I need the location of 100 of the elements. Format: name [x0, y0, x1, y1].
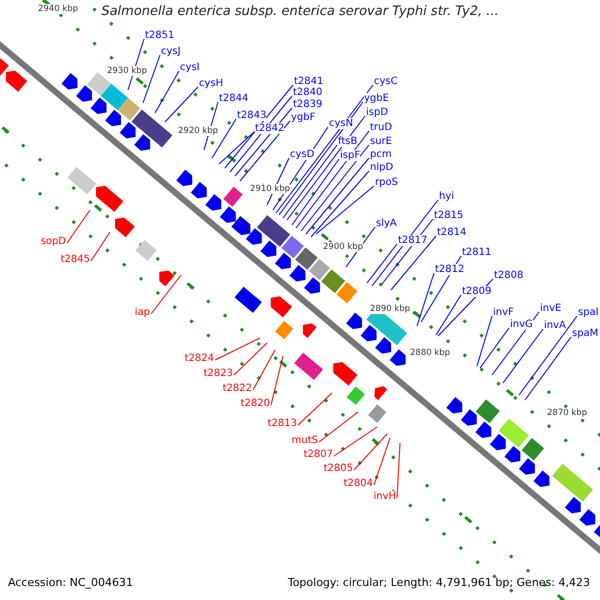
- leader-line: [276, 84, 374, 214]
- gene-label: invE: [540, 303, 562, 314]
- gene-label: t2842: [255, 123, 284, 134]
- leader-line: [374, 438, 390, 486]
- leader-line: [306, 158, 370, 234]
- leader-line: [502, 328, 544, 384]
- title: Salmonella enterica subsp. enterica serovar Typhi str. Ty2, ...: [101, 4, 499, 19]
- gene-label: t2843: [237, 110, 266, 121]
- gene-label: cysJ: [161, 46, 181, 57]
- gene-label: invF: [493, 307, 514, 318]
- gene-label: t2840: [293, 87, 322, 98]
- gene-label: t2823: [204, 368, 233, 379]
- gene-label: t2822: [222, 383, 252, 394]
- leader-line: [234, 342, 268, 376]
- gene-label: t2815: [434, 210, 464, 221]
- scale-label: 2940 kbp: [38, 4, 78, 14]
- leader-line: [270, 356, 284, 406]
- leader-line: [354, 434, 388, 470]
- gene-label: ispD: [366, 107, 388, 118]
- leader-line: [218, 132, 254, 164]
- gene-label: t2808: [494, 270, 524, 281]
- gene-label: slyA: [376, 218, 397, 229]
- leader-line: [164, 86, 198, 122]
- gene-label: pcm: [370, 149, 392, 160]
- leader-line: [278, 102, 364, 216]
- gene-label: surE: [370, 136, 392, 147]
- gene-label: hyi: [439, 191, 454, 202]
- leader-line: [298, 392, 332, 426]
- leader-line: [286, 116, 366, 220]
- scale-label: 2870 kbp: [547, 408, 588, 418]
- scale-label: 2910 kbp: [250, 184, 290, 194]
- accession-text: Accession: NC_004631: [8, 576, 134, 589]
- leader-line: [150, 274, 182, 314]
- leader-line: [524, 336, 572, 400]
- leader-line: [316, 186, 374, 234]
- gene-label: invH: [373, 491, 396, 502]
- gene-label: nlpD: [370, 162, 394, 173]
- leader-line: [240, 120, 290, 182]
- leader-line: [396, 442, 400, 498]
- gene-label: t2841: [294, 76, 324, 87]
- gene-label: t2824: [184, 353, 214, 364]
- gene-label: rpoS: [375, 177, 398, 188]
- leader-line: [224, 84, 294, 168]
- gene-label: ftsB: [338, 136, 358, 147]
- scale-label: 2930 kbp: [107, 66, 148, 76]
- leader-line: [366, 244, 398, 284]
- leader-line: [518, 316, 578, 396]
- scale-label: 2880 kbp: [410, 348, 450, 358]
- leader-line: [292, 158, 340, 226]
- leader-line: [154, 70, 180, 114]
- leader-line: [230, 96, 292, 172]
- leader-line: [282, 144, 338, 218]
- leader-line: [296, 130, 370, 228]
- leader-line: [212, 118, 236, 158]
- gene-label: t2809: [462, 286, 492, 297]
- gene-label: t2813: [268, 418, 297, 429]
- gene-label: sopD: [40, 236, 66, 247]
- leader-line: [318, 412, 358, 442]
- scale-label: 2920 kbp: [178, 126, 218, 136]
- leader-line: [300, 144, 370, 232]
- gene-label: t2814: [437, 227, 466, 238]
- gene-label: truD: [370, 122, 392, 133]
- scale-label: 2900 kbp: [323, 242, 364, 252]
- gene-label: t2851: [145, 30, 174, 41]
- gene-label: iap: [134, 307, 150, 318]
- leader-line: [142, 54, 160, 104]
- gene-label: t2807: [304, 449, 333, 460]
- gene-label: cysH: [199, 78, 224, 89]
- gene-label: cysI: [180, 62, 200, 73]
- gene-label: t2839: [293, 99, 322, 110]
- leader-line: [436, 294, 462, 336]
- gene-label: mutS: [292, 435, 318, 446]
- gene-label: t2817: [398, 235, 428, 246]
- gene-label: t2845: [60, 254, 90, 265]
- leader-line: [390, 236, 436, 290]
- gene-label: invA: [544, 320, 566, 331]
- gene-label: cysD: [290, 149, 314, 160]
- scale-label: 2890 kbp: [370, 304, 410, 314]
- leader-line: [310, 170, 370, 238]
- leader-line: [252, 350, 276, 390]
- leader-line: [334, 426, 378, 456]
- leader-line: [476, 316, 492, 366]
- gene-label: spaM: [572, 328, 598, 339]
- gene-label: t2804: [344, 478, 373, 489]
- gene-label: t2844: [219, 93, 248, 104]
- gene-label: t2805: [324, 463, 353, 474]
- gene-label: cysC: [374, 76, 398, 87]
- genome-info-text: Topology: circular; Length: 4,791,961 bp; Genes: 4,423: [288, 576, 590, 589]
- leader-line: [90, 232, 110, 262]
- gene-label: ispF: [340, 150, 360, 161]
- leader-line: [416, 272, 434, 326]
- gene-label: spaI: [578, 307, 599, 318]
- leader-line: [480, 328, 510, 368]
- leader-line: [492, 312, 540, 376]
- leader-line: [214, 338, 260, 360]
- gene-label: t2812: [435, 264, 464, 275]
- leader-line: [372, 200, 438, 286]
- gene-label: t2811: [462, 247, 492, 258]
- gene-label: ygbE: [364, 93, 389, 104]
- leader-line: [66, 210, 90, 244]
